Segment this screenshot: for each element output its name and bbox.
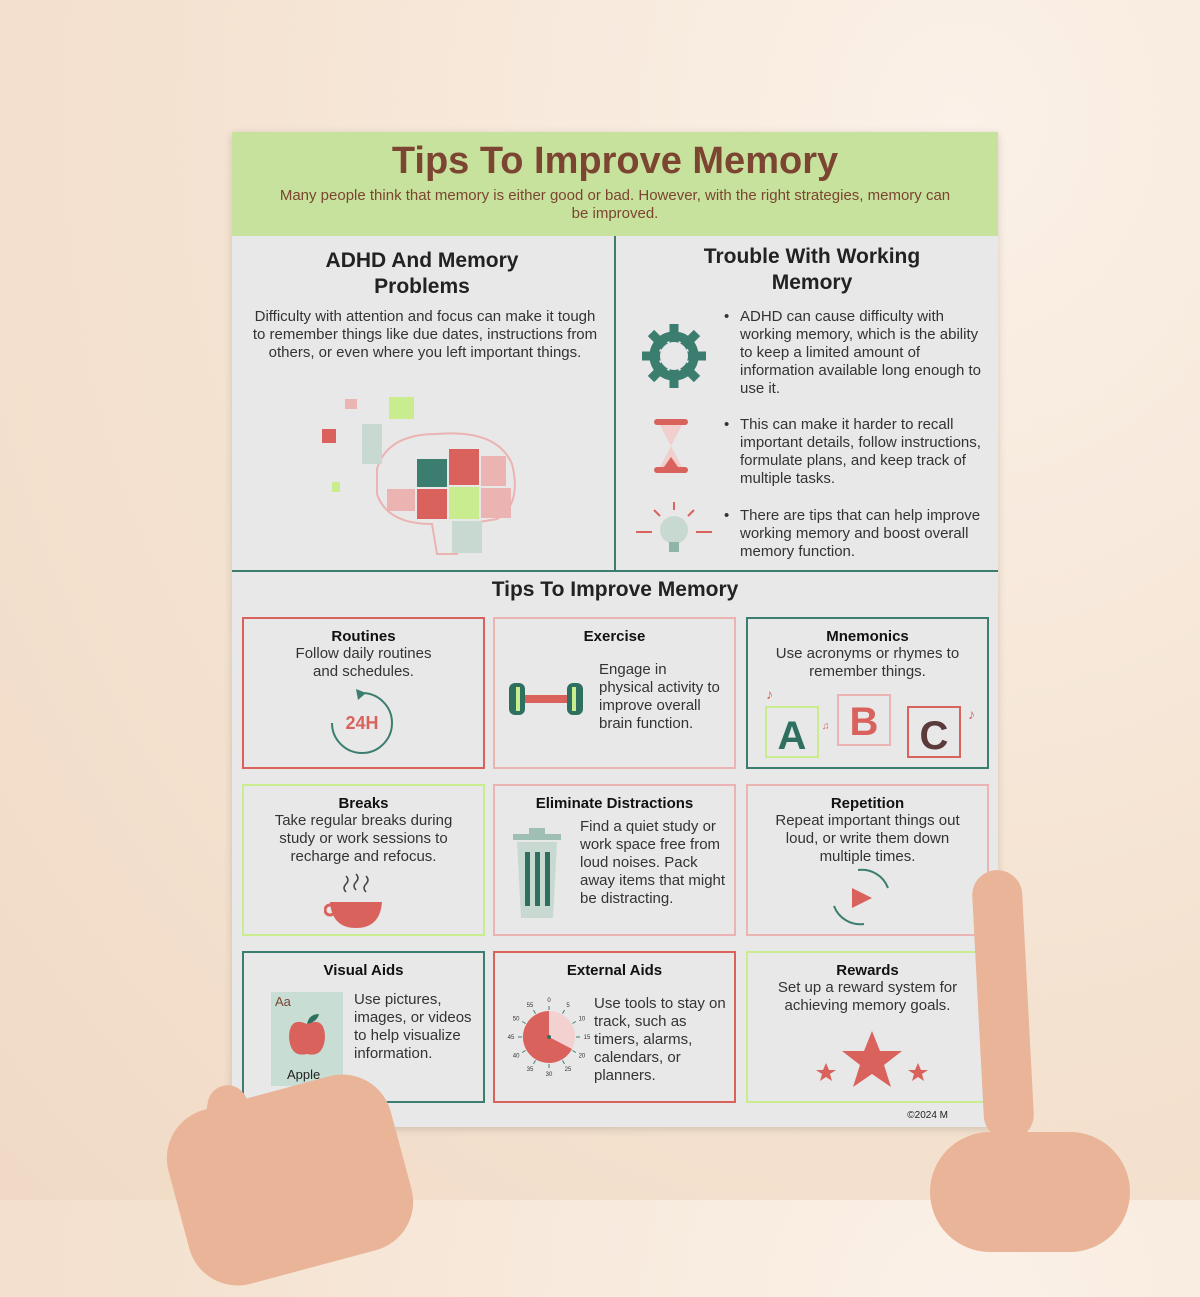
card-title: Breaks xyxy=(338,795,389,812)
apple-icon xyxy=(289,1014,325,1055)
coffee-cup-icon xyxy=(324,873,382,928)
card-title: External Aids xyxy=(566,962,663,979)
card-mnemonics: Mnemonics Use acronyms or rhymes to reme… xyxy=(746,617,989,769)
timer-tick xyxy=(572,1050,577,1053)
card-title: Visual Aids xyxy=(323,962,404,979)
timer-label: 10 xyxy=(579,1017,586,1023)
card-text: Use acronyms or rhymes to remember thing… xyxy=(775,645,960,680)
card-title: Routines xyxy=(331,628,396,645)
flashcard-word: Apple xyxy=(287,1067,321,1082)
letter-b: B xyxy=(850,700,879,744)
timer-label: 25 xyxy=(565,1067,572,1073)
timer-label: 45 xyxy=(508,1035,515,1041)
card-text: Follow daily routines and schedules. xyxy=(295,645,432,680)
page-subtitle: Many people think that memory is either … xyxy=(279,187,951,222)
timer-tick xyxy=(562,1009,565,1014)
timer-label: 5 xyxy=(566,1003,570,1009)
timer-label: 35 xyxy=(527,1067,534,1073)
apple-flashcard: Aa Apple xyxy=(271,992,343,1086)
dumbbell-icon xyxy=(509,683,583,715)
card-routines: Routines Follow daily routines and sched… xyxy=(242,617,485,769)
card-repetition: Repetition Repeat important things out l… xyxy=(746,784,989,936)
card-rewards: Rewards Set up a reward system for achie… xyxy=(746,951,989,1103)
card-exercise: Exercise Engage in physical activity to … xyxy=(493,617,736,769)
worksheet: Tips To Improve Memory Many people think… xyxy=(232,132,998,1127)
timer-label: 0 xyxy=(547,998,551,1004)
timer-tick xyxy=(533,1009,536,1014)
timer-icon: 0 5 10 15 20 25 30 35 40 45 50 55 xyxy=(508,998,591,1077)
svg-text:♪: ♪ xyxy=(968,706,975,722)
trash-can-icon xyxy=(513,828,561,918)
card-external-aids: External Aids Use tools to stay on track… xyxy=(493,951,736,1103)
timer-label: 20 xyxy=(579,1054,586,1060)
card-title: Rewards xyxy=(836,962,899,979)
divider xyxy=(232,570,998,572)
divider xyxy=(614,236,616,571)
timer-label: 50 xyxy=(513,1017,520,1023)
adhd-title: ADHD And Memory Problems xyxy=(325,249,519,298)
24h-label: 24H xyxy=(345,713,378,733)
hourglass-icon xyxy=(654,419,688,473)
card-eliminate-distractions: Eliminate Distractions Find a quiet stud… xyxy=(493,784,736,936)
gear-icon xyxy=(642,324,706,388)
svg-text:♫: ♫ xyxy=(822,721,830,732)
header: Tips To Improve Memory Many people think… xyxy=(232,132,998,236)
card-text: Use tools to stay on track, such as time… xyxy=(594,995,726,1084)
brain-puzzle-icon xyxy=(322,397,516,555)
left-hand xyxy=(155,1063,425,1297)
card-text: Use pictures, images, or videos to help … xyxy=(354,991,472,1062)
letter-a: A xyxy=(778,714,807,758)
card-title: Repetition xyxy=(830,795,905,812)
working-bullet: There are tips that can help improve wor… xyxy=(724,507,984,561)
working-bullet: ADHD can cause difficulty with working m… xyxy=(724,308,984,398)
clock-24h-icon: 24H xyxy=(331,689,393,754)
card-text: Set up a reward system for achieving mem… xyxy=(777,979,958,1014)
timer-tick xyxy=(562,1060,565,1065)
working-title: Trouble With Working Memory xyxy=(703,245,921,294)
timer-label: 40 xyxy=(513,1054,520,1060)
letter-c: C xyxy=(920,714,949,758)
timer-label: 30 xyxy=(546,1072,553,1077)
page-title: Tips To Improve Memory xyxy=(391,140,839,182)
timer-label: 15 xyxy=(584,1035,591,1041)
card-text: Find a quiet study or work space free fr… xyxy=(580,818,726,907)
timer-tick xyxy=(533,1060,536,1065)
card-text: Engage in physical activity to improve o… xyxy=(599,661,720,732)
flashcard-aa: Aa xyxy=(275,994,291,1009)
card-text: Repeat important things out loud, or wri… xyxy=(775,812,960,865)
tips-title: Tips To Improve Memory xyxy=(491,578,739,601)
card-visual-aids: Visual Aids Use pictures, images, or vid… xyxy=(242,951,485,1103)
timer-tick xyxy=(521,1050,526,1053)
svg-text:♪: ♪ xyxy=(766,689,773,702)
abc-blocks-icon: A B C ♪ ♪ ♫ xyxy=(765,689,975,758)
timer-tick xyxy=(572,1021,577,1024)
timer-tick xyxy=(521,1021,526,1024)
working-bullet: This can make it harder to recall import… xyxy=(724,416,984,488)
right-hand xyxy=(930,1132,1130,1252)
card-title: Exercise xyxy=(583,628,646,645)
stars-icon xyxy=(816,1031,928,1087)
card-title: Mnemonics xyxy=(826,628,909,645)
card-title: Eliminate Distractions xyxy=(535,795,694,812)
card-text: Take regular breaks during study or work… xyxy=(274,812,453,865)
timer-label: 55 xyxy=(527,1003,534,1009)
card-breaks: Breaks Take regular breaks during study … xyxy=(242,784,485,936)
lightbulb-icon xyxy=(636,502,712,552)
repeat-play-icon xyxy=(833,868,889,926)
adhd-text: Difficulty with attention and focus can … xyxy=(252,308,598,361)
